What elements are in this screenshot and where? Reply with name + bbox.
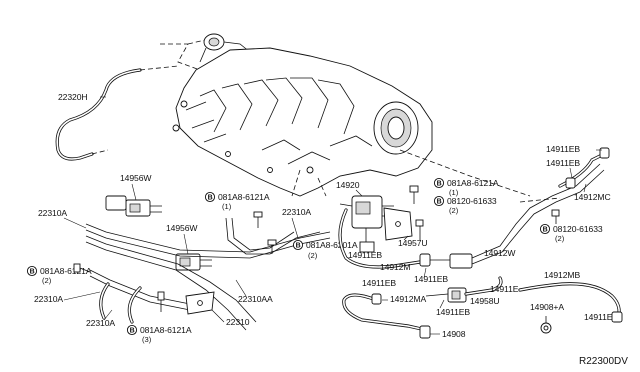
bolt-2-code: 081A8-6121A <box>40 266 92 276</box>
label-14956W-b: 14956W <box>166 223 198 233</box>
bolt-4-code: 081A8-6201A <box>306 240 358 250</box>
valve-bracket <box>383 207 413 241</box>
vacuum-tube-bundle <box>85 217 331 331</box>
svg-text:B: B <box>437 199 442 206</box>
label-14911EB-3: 14911EB <box>546 144 580 154</box>
label-22310A-mid: 22310A <box>86 318 115 328</box>
bolt-marker-7: B <box>539 223 551 235</box>
svg-text:B: B <box>543 227 548 234</box>
label-14911EB-4: 14911EB <box>546 158 580 168</box>
label-14908A: 14908+A <box>530 302 564 312</box>
bolt-marker-2: B <box>26 265 38 277</box>
bolt-7-qty: (2) <box>555 234 565 243</box>
label-14912MB: 14912MB <box>544 270 580 280</box>
bolt-6-part <box>415 219 424 240</box>
bolt-2-part <box>73 263 91 273</box>
bolt-3-code: 081A8-6121A <box>140 325 192 335</box>
label-22310A-left: 22310A <box>38 208 67 218</box>
check-valve-14958U <box>425 276 503 303</box>
clamp-center <box>419 253 473 269</box>
solenoid-valve-lower <box>175 233 212 271</box>
evap-purge-valve <box>339 189 394 253</box>
label-22320H: 22320H <box>58 92 88 102</box>
purge-tube-14912W <box>399 149 605 265</box>
purge-hose-14912M <box>338 208 422 269</box>
label-14912M: 14912M <box>380 262 410 272</box>
bolt-2-qty: (2) <box>42 276 52 285</box>
label-14912MA: 14912MA <box>390 294 426 304</box>
bolt-3-part <box>157 291 165 312</box>
bolt-6-qty: (2) <box>449 206 459 215</box>
label-22310A-mid2: 22310A <box>282 207 311 217</box>
bolt-7-part <box>551 209 560 224</box>
bolt-4-part <box>267 239 277 254</box>
label-14956W-a: 14956W <box>120 173 152 183</box>
diagram-reference-code: R22300DV <box>579 356 628 367</box>
bolt-5-qty: (1) <box>449 188 459 197</box>
label-14911E-1: 14911E <box>490 284 519 294</box>
hose-14912MB <box>518 282 623 323</box>
label-14957U: 14957U <box>398 238 428 248</box>
label-22310: 22310 <box>226 317 250 327</box>
bolt-5-part <box>409 185 419 204</box>
label-14912W: 14912W <box>484 248 516 258</box>
bolt-marker-6: B <box>433 195 445 207</box>
bolt-marker-3: B <box>126 324 138 336</box>
intake-manifold <box>160 33 433 197</box>
label-14911EB-1: 14911EB <box>348 250 382 260</box>
hose-14912MA <box>342 293 428 332</box>
hose-14912MC <box>558 147 610 189</box>
label-14912MC: 14912MC <box>574 192 611 202</box>
label-22310AA: 22310AA <box>238 294 273 304</box>
bolt-4-qty: (2) <box>308 251 318 260</box>
label-14911E-2: 14911E <box>584 312 613 322</box>
bolt-3-qty: (3) <box>142 335 152 344</box>
bolt-5-code: 081A8-6121A <box>447 178 499 188</box>
bolt-marker-5: B <box>433 177 445 189</box>
svg-text:B: B <box>296 243 301 250</box>
bolt-6-code: 08120-61633 <box>447 196 497 206</box>
bolt-marker-1: B <box>204 191 216 203</box>
svg-text:B: B <box>130 328 135 335</box>
clip-14908A <box>540 316 552 334</box>
svg-text:B: B <box>208 195 213 202</box>
svg-text:B: B <box>437 181 442 188</box>
bolt-1-code: 081A8-6121A <box>218 192 270 202</box>
label-14911EB-6: 14911EB <box>436 307 470 317</box>
bolt-7-code: 08120-61633 <box>553 224 603 234</box>
svg-text:B: B <box>30 269 35 276</box>
bolt-1-qty: (1) <box>222 202 232 211</box>
bolt-marker-4: B <box>292 239 304 251</box>
bolt-1-part <box>253 211 263 228</box>
solenoid-valve-upper <box>105 183 162 217</box>
label-14958U: 14958U <box>470 296 500 306</box>
label-22310A-lower: 22310A <box>34 294 63 304</box>
vacuum-hose-22320H <box>55 65 179 161</box>
label-14920: 14920 <box>336 180 360 190</box>
label-14908: 14908 <box>442 329 466 339</box>
clip-14908 <box>419 325 440 339</box>
label-14911EB-2: 14911EB <box>414 274 448 284</box>
label-14911EB-5: 14911EB <box>362 278 396 288</box>
